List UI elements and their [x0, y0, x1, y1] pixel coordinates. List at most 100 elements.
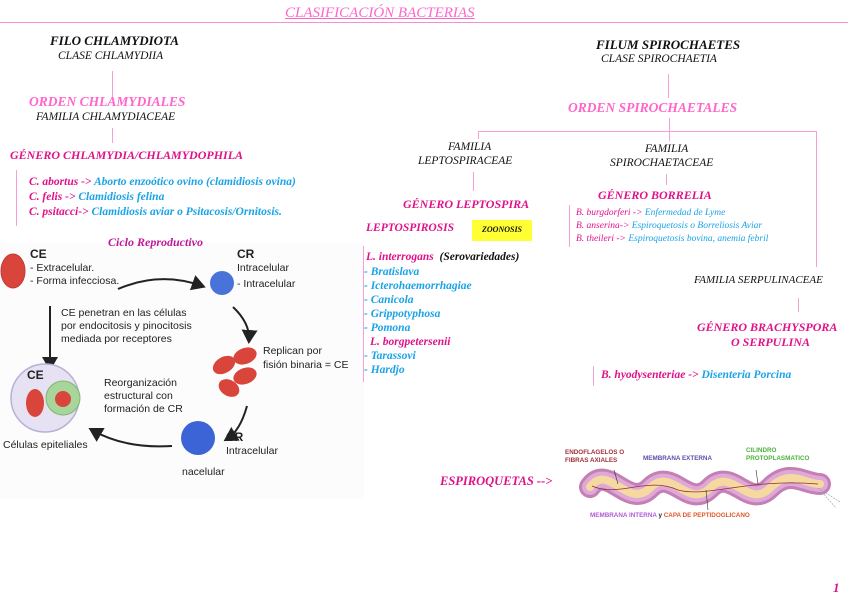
species-note: (Serovariedades) [439, 251, 520, 263]
arrow-cr-to-replication [232, 306, 258, 344]
reproductive-cycle-figure: Ciclo Reproductivo CE - Extracelular. - … [0, 235, 364, 498]
cr-top-desc-1: Intracelular [237, 262, 289, 274]
species-name: C. felis [29, 191, 63, 203]
species-name: L. interrogans [366, 251, 434, 263]
connector [112, 128, 113, 143]
ce-replicate-icon [212, 355, 236, 375]
conjunction: y [656, 512, 664, 519]
pointer-line [755, 469, 759, 485]
species-item: C. abortus -> Aborto enzoótico ovino (cl… [29, 175, 296, 190]
species-name: C. psitacci [29, 206, 79, 218]
species-item: C. psitacci-> Clamidiosis aviar o Psitac… [29, 205, 282, 220]
cr-top-desc-2: - Intracelular [237, 278, 296, 290]
phylum-chlamydiota: FILO CHLAMYDIOTA [50, 33, 179, 48]
disease-leptospirosis: LEPTOSPIROSIS [366, 222, 454, 234]
serovar-item: - Tarassovi [364, 350, 416, 362]
class-chlamydiia: CLASE CHLAMYDIIA [58, 50, 164, 62]
spirochete-diagram [579, 467, 841, 511]
disease-name: Disenteria Porcina [701, 369, 792, 381]
genus-chlamydia: GÉNERO CHLAMYDIA/CHLAMYDOPHILA [10, 148, 244, 162]
ce-replicate-icon [218, 379, 240, 397]
species-item: C. felis -> Clamidiosis felina [29, 190, 164, 205]
cr-bottom-icon [181, 421, 215, 455]
disease-name: Clamidiosis aviar o Psitacosis/Ornitosis… [91, 206, 282, 218]
family-spirochaetaceae-1: FAMILIA [645, 143, 689, 155]
serovar-item: - Bratislava [364, 266, 420, 278]
family-leptospiraceae-1: FAMILIA [448, 141, 492, 153]
species-name: L. borgpetersenii [370, 336, 451, 348]
disease-name: Clamidiosis felina [78, 191, 165, 203]
species-item: B. anserina-> Espiroquetosis o Borrelios… [576, 221, 762, 231]
species-name: B. theileri [576, 234, 614, 244]
arrow: -> [630, 208, 645, 218]
serovar-item: - Icterohaemorrhagiae [364, 280, 472, 292]
species-item: B. theileri -> Espiroquetosis bovina, an… [576, 234, 768, 244]
cr-bottom-sub: nacelular [182, 466, 225, 478]
genus-brachyspora-2: O SERPULINA [731, 335, 811, 349]
family-serpulinaceae: FAMILIA SERPULINACEAE [694, 274, 823, 286]
serovar-item: - Grippotyphosa [364, 308, 441, 320]
species-item: B. hyodysenteriae -> Disenteria Porcina [601, 369, 791, 381]
cr-in-vacuole-icon [55, 391, 71, 407]
serovar-item: - Pomona [364, 322, 411, 334]
class-spirochaetia: CLASE SPIROCHAETIA [601, 53, 717, 65]
cell-ce-label: CE [27, 368, 44, 382]
species-name: B. burgdorferi [576, 208, 631, 218]
label-peptidoglycan: CAPA DE PEPTIDOGLICANO [663, 512, 750, 519]
ce-body-icon [0, 253, 26, 289]
order-chlamydiales: ORDEN CHLAMYDIALES [29, 94, 186, 109]
replication-2: fisión binaria = CE [263, 359, 349, 371]
bracket-line [569, 205, 570, 247]
cr-bottom-desc: Intracelular [226, 445, 278, 457]
cr-top-label: CR [237, 247, 255, 261]
connector [669, 118, 670, 131]
label-outer-membrane: MEMBRANA EXTERNA [643, 455, 713, 462]
connector [669, 131, 670, 141]
connector [668, 74, 669, 98]
connector [478, 131, 479, 139]
label-endoflagella-1: ENDOFLAGELOS O [565, 449, 625, 456]
arrow: -> [78, 206, 92, 218]
flagellum-tail [817, 487, 841, 509]
label-membranes: MEMBRANA INTERNA y CAPA DE PEPTIDOGLICAN… [590, 512, 750, 520]
arrow: -> [614, 234, 629, 244]
disease-name: Espiroquetosis o Borreliosis Aviar [631, 221, 763, 231]
arrow-ce-to-cr [117, 275, 206, 291]
connector [666, 174, 667, 185]
title-underline [0, 22, 848, 23]
protoplasmic-cylinder-shape [586, 474, 824, 499]
disease-name: Enfermedad de Lyme [644, 208, 726, 218]
species-name: B. anserina [576, 221, 620, 231]
species-item: L. interrogans (Serovariedades) [366, 250, 519, 265]
genus-brachyspora-1: GÉNERO BRACHYSPORA [697, 320, 838, 334]
genus-borrelia: GÉNERO BORRELIA [598, 188, 712, 202]
serovar-item: - Canicola [364, 294, 414, 306]
replication-1: Replican por [263, 345, 322, 357]
arrow: -> [685, 369, 702, 381]
branch-line [478, 131, 817, 132]
reorganization-3: formación de CR [104, 403, 183, 415]
ce-replicate-icon [233, 367, 257, 385]
serovar-item: - Hardjo [364, 364, 405, 376]
bracket-line [593, 366, 594, 386]
phylum-spirochaetes: FILUM SPIROCHAETES [596, 37, 741, 52]
reorganization-2: estructural con [104, 390, 173, 402]
ce-label: CE [30, 247, 47, 261]
disease-name: Aborto enzoótico ovino (clamidiosis ovin… [93, 176, 296, 188]
label-inner-membrane: MEMBRANA INTERNA [590, 512, 657, 519]
family-spirochaetaceae-2: SPIROCHAETACEAE [610, 157, 714, 169]
species-item: B. burgdorferi -> Enfermedad de Lyme [576, 208, 725, 218]
penetration-1: CE penetran en las células [61, 307, 187, 319]
connector [798, 298, 799, 312]
ce-replicate-icon [233, 347, 257, 365]
bracket-line [363, 246, 364, 382]
penetration-3: mediada por receptores [61, 333, 172, 345]
arrow: -> [619, 221, 632, 231]
cycle-title: Ciclo Reproductivo [108, 235, 203, 249]
connector [473, 172, 474, 191]
penetration-2: por endocitosis y pinocitosis [61, 320, 192, 332]
ce-in-cell-icon [26, 389, 44, 417]
family-leptospiraceae-2: LEPTOSPIRACEAE [418, 155, 513, 167]
page-number: 1 [833, 580, 840, 595]
species-name: C. abortus [29, 176, 79, 188]
